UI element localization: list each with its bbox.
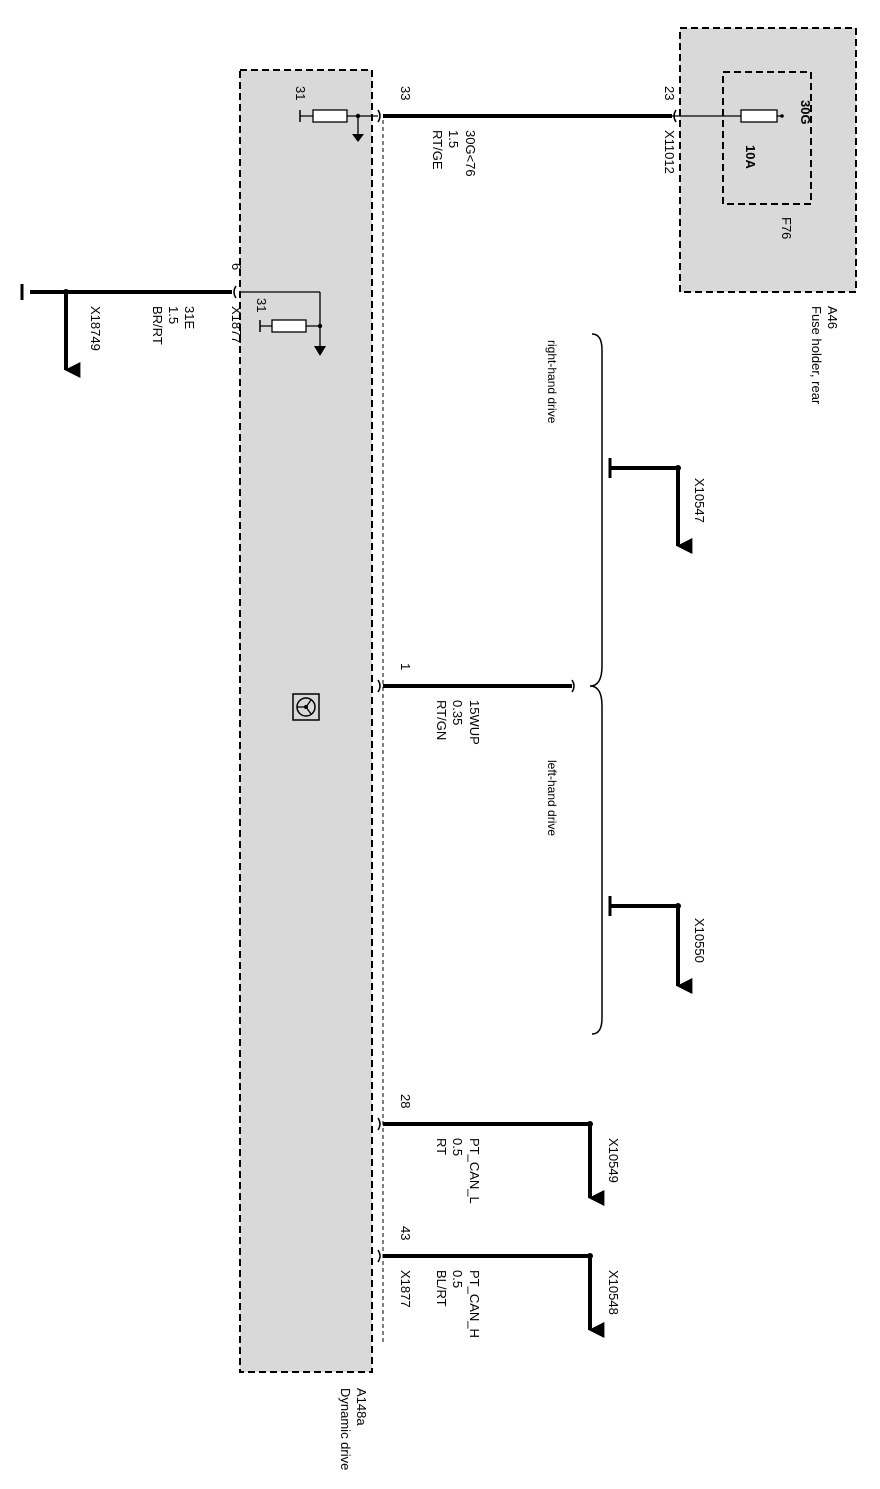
rhd-destination: X10547 xyxy=(692,478,707,523)
fuse-holder-name: Fuse holder, rear xyxy=(809,306,824,405)
pin-6-connector: X1877 xyxy=(229,306,244,344)
pin-28-signal: PT_CAN_L xyxy=(467,1138,482,1204)
pin-33-number: 33 xyxy=(398,86,413,100)
fuse-f76-box xyxy=(722,71,812,205)
pin-1-signal: 15WUP xyxy=(467,700,482,745)
ground-top-label: 31 xyxy=(293,86,308,100)
pin-1-size: 0.35 xyxy=(450,700,465,725)
pin-43-connector: X1877 xyxy=(398,1270,413,1308)
dynamic-drive-module[interactable]: A148a Dynamic drive xyxy=(239,69,384,1470)
lhd-destination: X10550 xyxy=(692,918,707,963)
resistor-icon xyxy=(312,109,348,123)
steering-wheel-icon xyxy=(292,693,320,721)
dynamic-drive-body xyxy=(239,69,373,1373)
pin-43-color: BL/RT xyxy=(434,1270,449,1307)
fuse-pin-23-number: 23 xyxy=(662,86,677,100)
pin-43-destination: X10548 xyxy=(606,1270,621,1315)
pin-6-size: 1.5 xyxy=(166,306,181,324)
resistor-icon xyxy=(271,319,307,333)
dynamic-drive-id: A148a xyxy=(354,1388,369,1426)
fuse-pin-23-connector: X11012 xyxy=(662,130,677,174)
fuse-rating: 10A xyxy=(743,145,758,169)
pin-6-color: BR/RT xyxy=(150,306,165,345)
pin-43-signal: PT_CAN_H xyxy=(467,1270,482,1338)
pin-33-color: RT/GE xyxy=(430,130,445,170)
fuse-holder-body xyxy=(679,27,857,293)
dynamic-drive-name: Dynamic drive xyxy=(338,1388,353,1470)
internal-ground-left: 31 xyxy=(240,291,326,356)
pin-33-signal: 30G<76 xyxy=(463,130,478,177)
pin-28-destination: X10549 xyxy=(606,1138,621,1183)
ground-left-label: 31 xyxy=(254,298,269,312)
pin-6-destination: X18749 xyxy=(88,306,103,351)
rhd-label: right-hand drive xyxy=(545,340,559,424)
pin-28-number: 28 xyxy=(398,1094,413,1108)
lhd-label: left-hand drive xyxy=(545,760,559,836)
fuse-terminal: 30G xyxy=(798,100,813,125)
wire-15wup[interactable]: 1 15WUP 0.35 RT/GN xyxy=(377,663,575,745)
wire-31e[interactable]: 6 X1877 31E 1.5 BR/RT X18749 xyxy=(20,263,244,378)
ground-symbol-icon xyxy=(352,134,364,142)
pin-6-signal: 31E xyxy=(182,306,197,329)
internal-ground-top: 31 xyxy=(293,86,378,142)
wire-30g76[interactable]: 33 30G<76 1.5 RT/GE 23 X11012 xyxy=(377,86,741,177)
pin-28-size: 0.5 xyxy=(450,1138,465,1156)
pin-33-size: 1.5 xyxy=(446,130,461,148)
pin-6-number: 6 xyxy=(229,263,244,270)
fuse-id: F76 xyxy=(779,217,794,239)
variant-left-hand-drive[interactable]: left-hand drive X10550 xyxy=(545,760,707,994)
pin-1-color: RT/GN xyxy=(434,700,449,740)
fuse-holder-id: A46 xyxy=(825,306,840,329)
pin-43-number: 43 xyxy=(398,1226,413,1240)
pin-1-number: 1 xyxy=(398,663,413,670)
wire-pt-can-l[interactable]: 28 PT_CAN_L 0.5 RT X10549 xyxy=(377,1094,621,1206)
wire-pt-can-h[interactable]: 43 X1877 PT_CAN_H 0.5 BL/RT X10548 xyxy=(377,1226,621,1338)
variant-right-hand-drive[interactable]: right-hand drive X10547 xyxy=(545,340,707,554)
fuse-holder-module[interactable]: 30G 10A F76 A46 Fuse holder, rear xyxy=(679,27,857,405)
ground-symbol-icon xyxy=(314,346,326,356)
fuse-icon xyxy=(740,109,784,123)
pin-43-size: 0.5 xyxy=(450,1270,465,1288)
pin-28-color: RT xyxy=(434,1138,449,1155)
variant-brace xyxy=(589,333,603,1035)
